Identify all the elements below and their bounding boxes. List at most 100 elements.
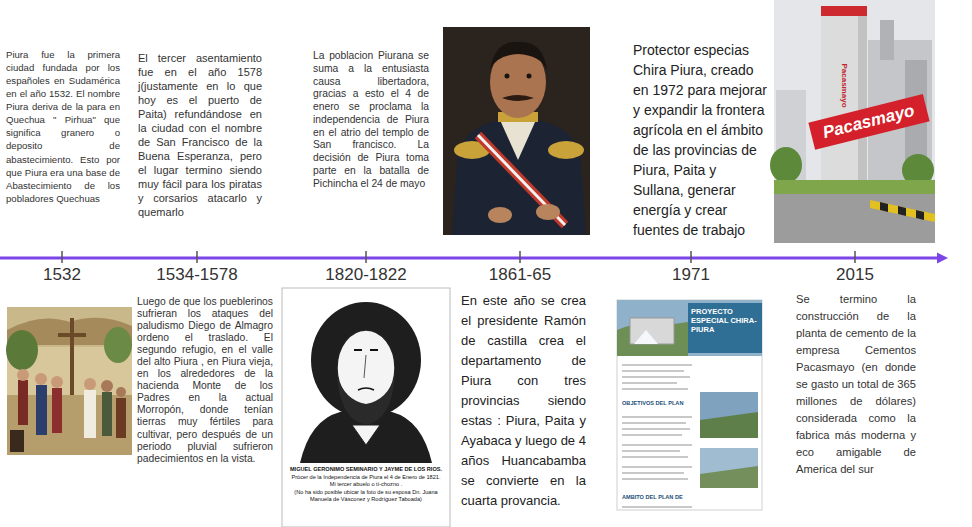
drawing-rect xyxy=(622,422,686,424)
drawing-path xyxy=(500,120,536,160)
pacasmayo-photo xyxy=(770,0,935,243)
drawing-rect xyxy=(622,388,688,390)
drawing-rect xyxy=(84,390,96,438)
drawing-rect xyxy=(622,444,692,446)
foundation-painting xyxy=(6,307,132,455)
timeline xyxy=(0,251,948,264)
timeline-text: La poblacion Piurana se suma a la entusi… xyxy=(313,50,429,190)
timeline-text: Luego de que los pueblerinos sufrieran l… xyxy=(137,296,273,465)
drawing-rect xyxy=(774,194,935,243)
drawing-path xyxy=(502,95,534,101)
year-label: 2015 xyxy=(836,265,874,285)
drawing-circle xyxy=(17,369,29,381)
drawing-rect xyxy=(622,376,690,378)
drawing-line xyxy=(478,135,565,225)
timeline-text: MIGUEL GERONIMO SEMINARIO Y JAYME DE LOS… xyxy=(285,466,447,473)
drawing-circle xyxy=(51,376,63,388)
drawing-line xyxy=(364,355,366,378)
drawing-circle xyxy=(35,373,47,385)
drawing-rect xyxy=(7,307,132,455)
drawing-line xyxy=(519,251,521,263)
drawing-rect xyxy=(443,27,590,235)
drawing-line xyxy=(196,251,198,263)
drawing-rect xyxy=(116,398,126,438)
drawing-g xyxy=(622,364,692,508)
drawing-rect xyxy=(700,392,758,438)
drawing-rect xyxy=(617,300,762,356)
drawing-line xyxy=(365,251,367,263)
drawing-circle xyxy=(527,74,532,79)
drawing-rect xyxy=(622,434,682,436)
drawing-path xyxy=(358,388,374,390)
drawing-ellipse xyxy=(488,207,512,223)
drawing-rect xyxy=(858,6,867,181)
drawing-rect xyxy=(774,180,935,194)
drawing-ellipse xyxy=(6,330,38,370)
drawing-rect xyxy=(622,472,684,474)
drawing-circle xyxy=(101,380,113,392)
timeline-text: Se termino la construcción de la planta … xyxy=(796,291,916,478)
drawing-rect xyxy=(880,20,894,60)
drawing-line xyxy=(854,251,856,263)
year-label: 1534-1578 xyxy=(156,265,237,285)
drawing-path xyxy=(352,425,380,445)
drawing-rect xyxy=(622,428,690,430)
drawing-ellipse xyxy=(104,327,132,363)
year-label: 1532 xyxy=(43,265,81,285)
timeline-text: OBJETIVOS DEL PLAN xyxy=(622,400,698,407)
drawing-line xyxy=(61,251,63,263)
drawing-rect xyxy=(821,6,867,16)
timeline-text: Mi tercer abuelo o tí-chozno . xyxy=(285,481,447,488)
year-label: 1971 xyxy=(672,265,710,285)
drawing-ellipse xyxy=(536,204,560,220)
seminario-portrait xyxy=(282,288,450,527)
drawing-rect xyxy=(622,478,688,480)
drawing-ellipse xyxy=(311,302,421,418)
timeline-text: AMBITO DEL PLAN DE xyxy=(622,494,698,501)
drawing-rect xyxy=(18,380,28,425)
drawing-rect xyxy=(622,364,692,366)
timeline-text: El tercer asentamiento fue en el año 157… xyxy=(138,52,262,220)
drawing-rect xyxy=(622,416,692,418)
timeline-text: (No ha sido posible ubicar la foto de su… xyxy=(285,489,447,502)
drawing-rect xyxy=(622,370,684,372)
drawing-ellipse xyxy=(770,147,802,183)
castilla-portrait xyxy=(443,27,590,235)
drawing-path xyxy=(354,349,378,351)
drawing-path xyxy=(700,412,758,438)
drawing-rect xyxy=(622,456,688,458)
drawing-rect xyxy=(102,392,112,436)
timeline-text: Prócer de la Independencia de Piura el 4… xyxy=(285,474,447,481)
drawing-path xyxy=(880,202,924,220)
drawing-rect xyxy=(821,6,867,181)
timeline-text: PROYECTO ESPECIAL CHIRA-PIURA xyxy=(691,307,759,334)
drawing-circle xyxy=(84,378,96,390)
photo-sign-text: Pacasmayo xyxy=(840,63,849,107)
drawing-rect xyxy=(774,0,935,243)
drawing-line xyxy=(0,257,940,260)
timeline-text: Protector especias Chira Piura, creado e… xyxy=(633,40,767,240)
drawing-rect xyxy=(617,300,762,510)
drawing-rect xyxy=(10,430,24,452)
drawing-rect xyxy=(688,303,762,353)
drawing-rect xyxy=(622,450,680,452)
drawing-line xyxy=(690,251,692,263)
drawing-path xyxy=(700,466,758,488)
drawing-path xyxy=(870,200,935,222)
drawing-rect xyxy=(622,382,677,384)
drawing-rect xyxy=(622,506,692,508)
drawing-rect xyxy=(52,388,62,433)
drawing-rect xyxy=(630,318,674,344)
drawing-path xyxy=(634,330,658,344)
drawing-rect xyxy=(622,466,692,468)
drawing-polygon xyxy=(937,253,948,264)
drawing-ellipse xyxy=(548,141,584,159)
drawing-path xyxy=(337,375,395,425)
year-label: 1820-1822 xyxy=(325,265,406,285)
drawing-rect xyxy=(282,288,450,527)
drawing-path xyxy=(490,42,547,70)
chira-document xyxy=(617,300,762,510)
drawing-rect xyxy=(700,448,758,488)
drawing-path xyxy=(452,120,586,235)
drawing-circle xyxy=(505,74,510,79)
